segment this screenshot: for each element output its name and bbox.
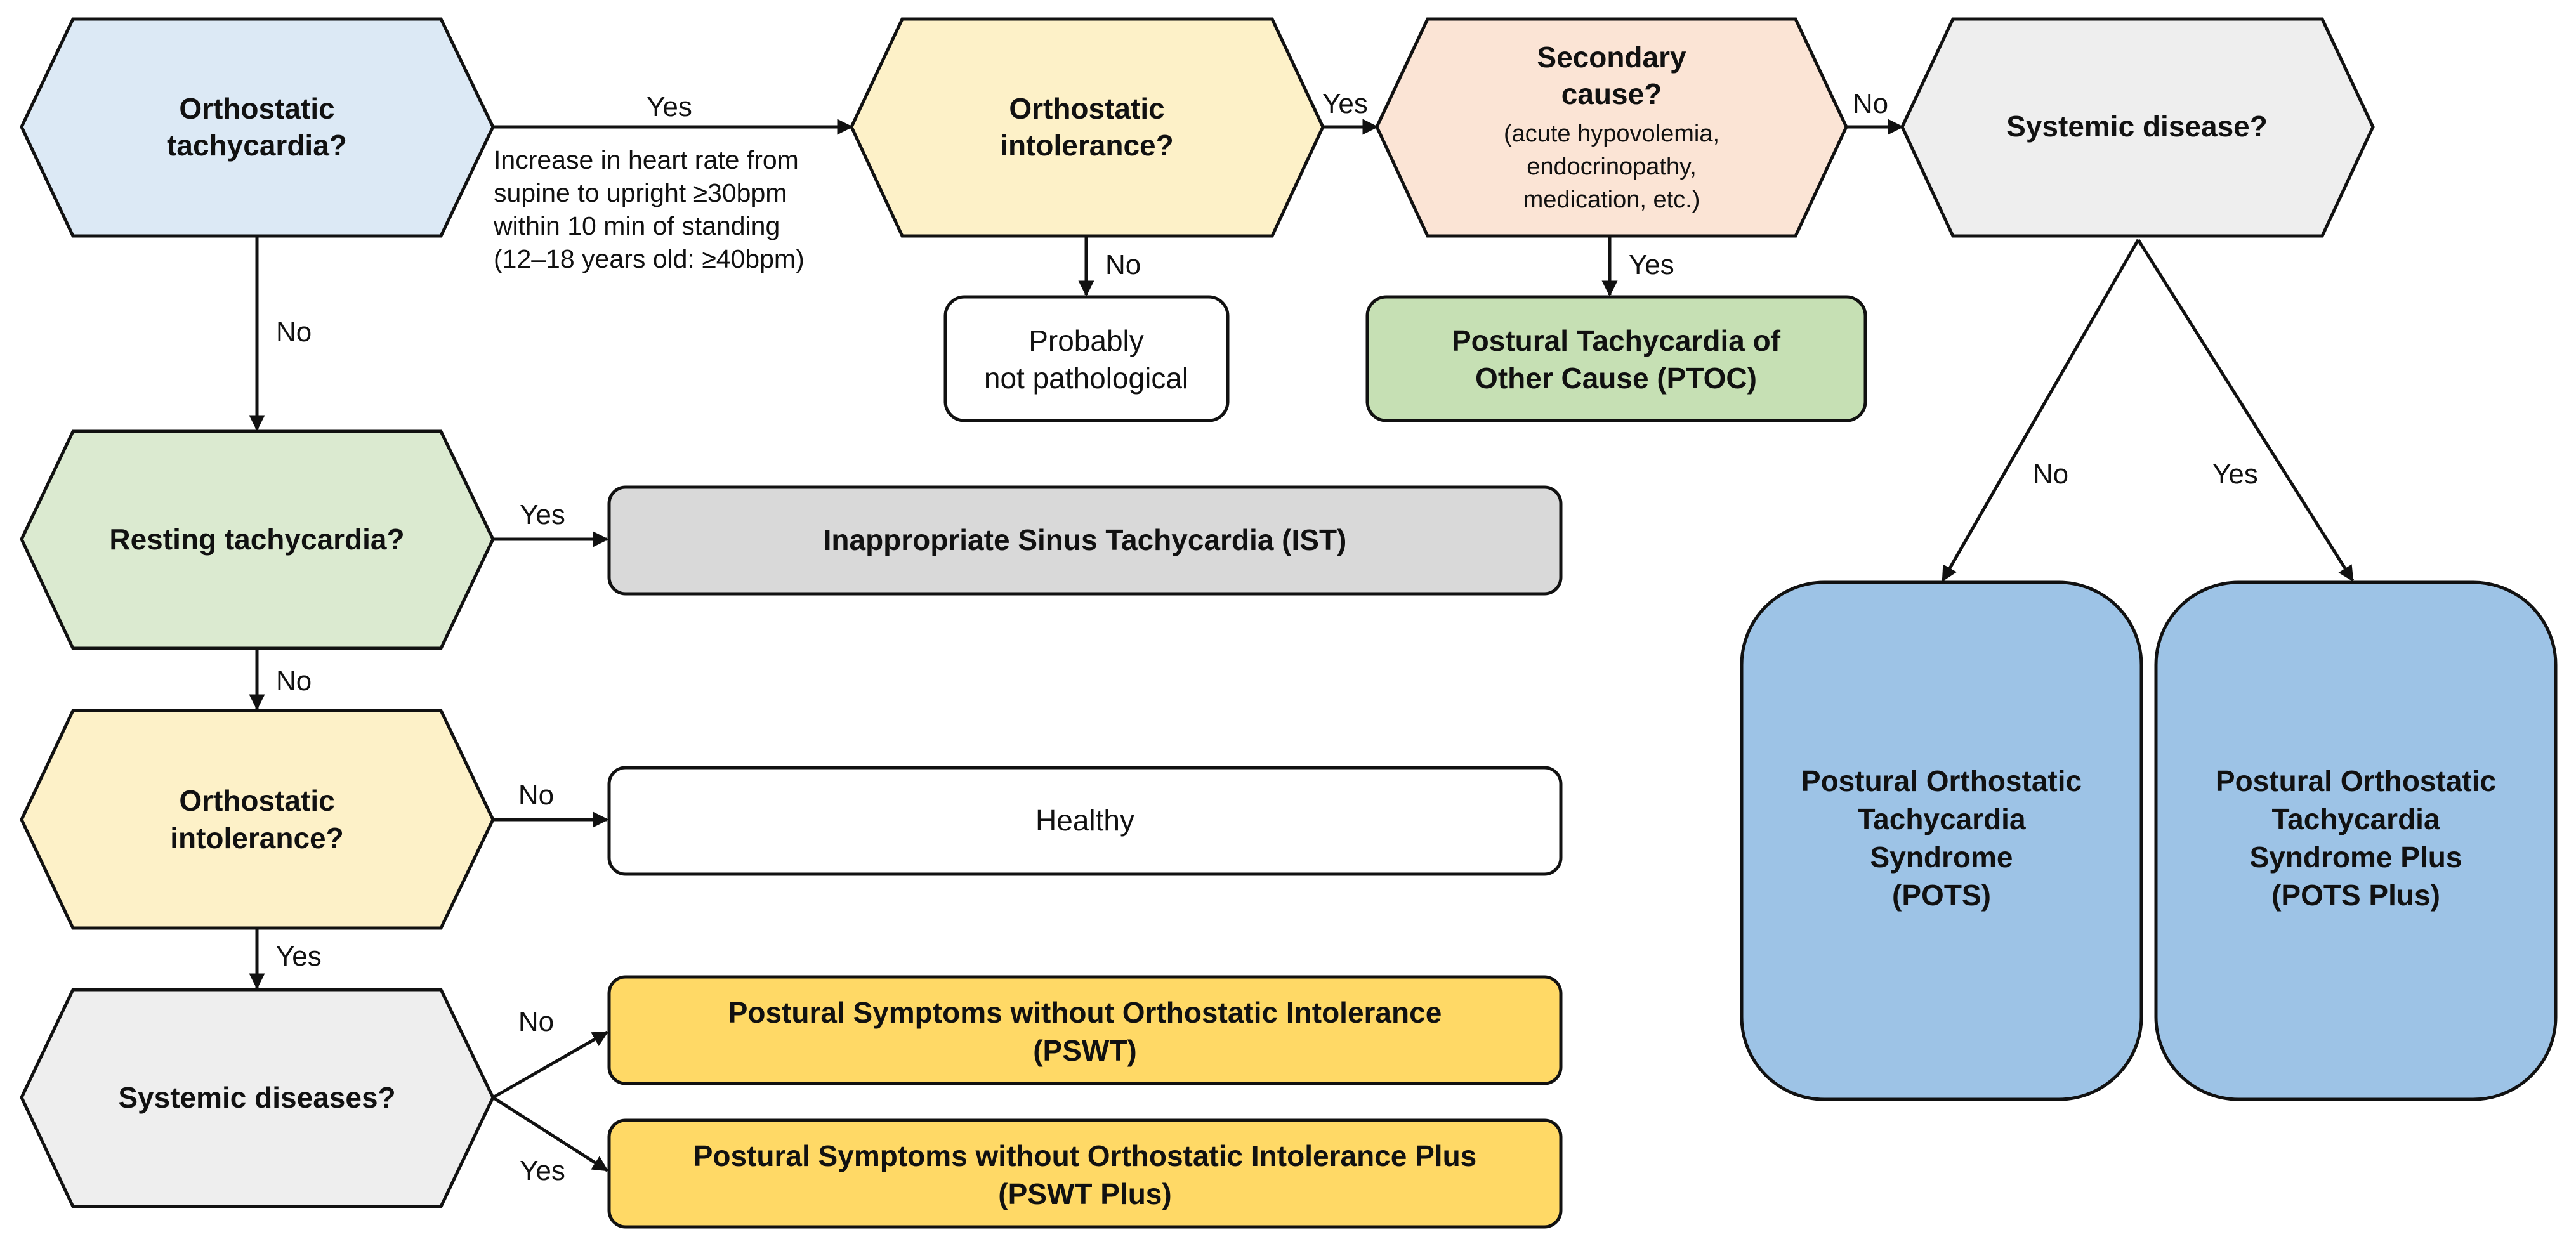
edge-labels: Yes Yes No No Yes No Yes No Yes No No Ye… xyxy=(276,88,2258,1186)
edge-label-yes: Yes xyxy=(2212,459,2258,490)
edge-label-no: No xyxy=(276,317,312,348)
decision-systemic-disease: Systemic disease? xyxy=(1900,17,2375,238)
outcome-box xyxy=(607,975,1563,1085)
edge-label-yes: Yes xyxy=(1629,249,1674,280)
node-detail: (acute hypovolemia, xyxy=(1504,121,1719,147)
edge-label-no: No xyxy=(2033,459,2068,490)
edge-label-yes: Yes xyxy=(520,499,565,530)
outcome-ist: Inappropriate Sinus Tachycardia (IST) xyxy=(607,485,1563,596)
hexagon-shape xyxy=(850,17,1325,238)
node-label: Systemic disease? xyxy=(2006,110,2268,143)
outcome-pots: Postural Orthostatic Tachycardia Syndrom… xyxy=(1740,580,2143,1101)
hexagon-shape xyxy=(20,429,495,650)
outcome-box xyxy=(1365,295,1867,422)
edge-label-yes: Yes xyxy=(1322,88,1368,119)
outcome-box xyxy=(607,485,1563,596)
hexagon-shape xyxy=(20,709,495,930)
criteria-line: supine to upright ≥30bpm xyxy=(494,178,787,207)
criteria-note: Increase in heart rate from supine to up… xyxy=(493,145,805,273)
node-label: intolerance? xyxy=(170,822,344,855)
edge-label-yes: Yes xyxy=(276,941,322,972)
edge-label-no: No xyxy=(1853,88,1888,119)
edge-label-yes: Yes xyxy=(647,91,692,122)
hexagon-shape xyxy=(1375,17,1848,238)
edge-label-no: No xyxy=(518,780,554,811)
node-label: Syndrome Plus xyxy=(2250,841,2462,874)
node-label: Secondary xyxy=(1537,41,1686,74)
node-label: Systemic diseases? xyxy=(118,1081,395,1114)
outcome-box xyxy=(2154,580,2558,1101)
connectors xyxy=(249,119,2355,1172)
edge-label-no: No xyxy=(518,1006,554,1037)
node-label: Probably xyxy=(1028,324,1144,357)
criteria-line: Increase in heart rate from xyxy=(494,145,799,174)
decision-resting-tachycardia: Resting tachycardia? xyxy=(20,429,495,650)
decision-orthostatic-tachycardia: Orthostatic tachycardia? xyxy=(20,17,495,238)
outcome-box xyxy=(607,1118,1563,1229)
node-label: Postural Orthostatic xyxy=(2216,764,2496,797)
outcome-pswt: Postural Symptoms without Orthostatic In… xyxy=(607,975,1563,1085)
node-detail: medication, etc.) xyxy=(1523,187,1700,213)
outcome-pots-plus: Postural Orthostatic Tachycardia Syndrom… xyxy=(2154,580,2558,1101)
hexagon-shape xyxy=(20,988,495,1208)
node-label: Orthostatic xyxy=(179,92,334,125)
node-label: cause? xyxy=(1561,77,1662,110)
edge-systemic-to-pswt-plus xyxy=(492,1096,609,1172)
node-label: Orthostatic xyxy=(1009,92,1164,125)
outcome-probably-not-pathological: Probably not pathological xyxy=(943,295,1230,422)
decision-secondary-cause: Secondary cause? (acute hypovolemia, end… xyxy=(1375,17,1848,238)
edge-systemic-to-pots-plus xyxy=(2136,239,2355,582)
edge-systemic-to-pots xyxy=(1941,239,2140,582)
node-label: Tachycardia xyxy=(2271,802,2440,835)
node-detail: endocrinopathy, xyxy=(1527,154,1697,180)
node-label: (POTS Plus) xyxy=(2271,879,2440,912)
node-label: Postural Symptoms without Orthostatic In… xyxy=(693,1139,1477,1172)
node-label: Syndrome xyxy=(1870,841,2013,874)
node-label: (POTS) xyxy=(1892,879,1991,912)
node-label: Other Cause (PTOC) xyxy=(1475,362,1757,395)
criteria-line: (12–18 years old: ≥40bpm) xyxy=(494,244,805,273)
hexagon-shape xyxy=(1900,17,2375,238)
hexagon-shape xyxy=(20,17,495,238)
node-label: Tachycardia xyxy=(1857,802,2025,835)
decision-systemic-diseases: Systemic diseases? xyxy=(20,988,495,1208)
edge-label-no: No xyxy=(276,665,312,697)
node-label: Postural Orthostatic xyxy=(1801,764,2082,797)
outcome-pswt-plus: Postural Symptoms without Orthostatic In… xyxy=(607,1118,1563,1229)
outcome-ptoc: Postural Tachycardia of Other Cause (PTO… xyxy=(1365,295,1867,422)
edge-label-yes: Yes xyxy=(520,1155,565,1186)
node-label: tachycardia? xyxy=(167,129,347,162)
node-label: not pathological xyxy=(984,362,1188,395)
edge-systemic-to-pswt xyxy=(492,1030,609,1099)
node-label: Postural Tachycardia of xyxy=(1452,324,1781,357)
outcome-box xyxy=(1740,580,2143,1101)
node-label: Inappropriate Sinus Tachycardia (IST) xyxy=(824,523,1347,556)
node-label: (PSWT) xyxy=(1033,1034,1137,1067)
node-label: Resting tachycardia? xyxy=(109,523,404,556)
edge-label-no: No xyxy=(1105,249,1141,280)
outcome-box xyxy=(943,295,1230,422)
outcome-box xyxy=(607,766,1563,876)
criteria-line: within 10 min of standing xyxy=(493,211,780,240)
node-label: Healthy xyxy=(1035,804,1134,837)
node-label: Postural Symptoms without Orthostatic In… xyxy=(728,996,1442,1029)
outcome-healthy: Healthy xyxy=(607,766,1563,876)
node-label: intolerance? xyxy=(1000,129,1174,162)
decision-orthostatic-intolerance: Orthostatic intolerance? xyxy=(850,17,1325,238)
node-label: (PSWT Plus) xyxy=(998,1177,1171,1210)
node-label: Orthostatic xyxy=(179,784,334,817)
decision-orthostatic-intolerance-left: Orthostatic intolerance? xyxy=(20,709,495,930)
